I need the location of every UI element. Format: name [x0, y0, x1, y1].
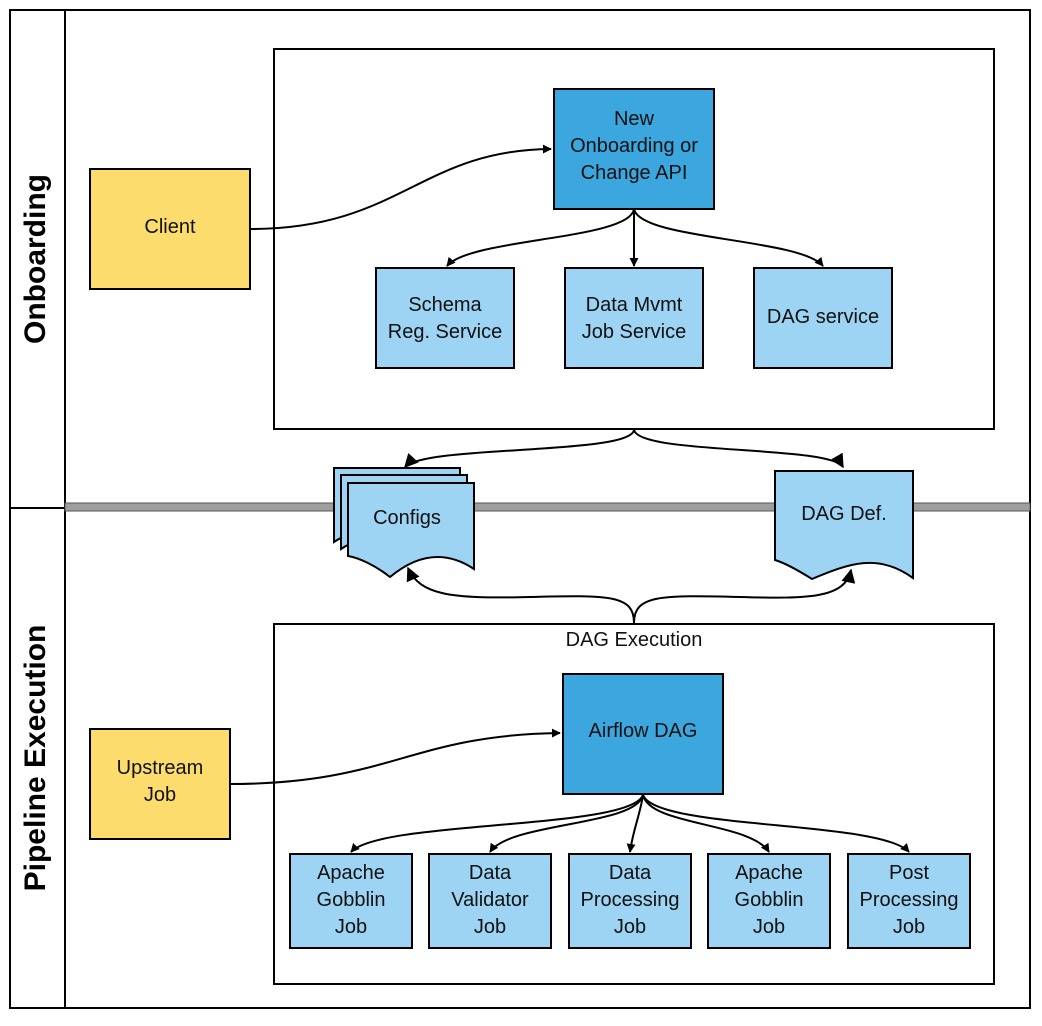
job-node-apache-gobblin-1: Apache Gobblin Job: [289, 853, 413, 949]
edge-execution-to-dag-def: [633, 568, 856, 624]
job-node-post-processing: Post Processing Job: [847, 853, 971, 949]
upstream-label-line-2: Job: [144, 784, 176, 806]
job-1-line-2: Gobblin: [317, 889, 386, 911]
configs-label: Configs: [373, 507, 441, 529]
edge-airflow-to-job-1: [350, 794, 644, 853]
configs-document-stack: Configs: [333, 467, 475, 579]
data-mvmt-label-line-1: Data Mvmt: [586, 294, 683, 316]
edge-airflow-to-job-4: [642, 794, 770, 853]
job-node-apache-gobblin-2: Apache Gobblin Job: [707, 853, 831, 949]
job-2-line-2: Validator: [451, 889, 529, 911]
data-mvmt-label-line-2: Job Service: [582, 321, 687, 343]
job-node-data-validator: Data Validator Job: [428, 853, 552, 949]
job-4-line-3: Job: [753, 916, 785, 938]
edge-airflow-to-job-2: [489, 794, 644, 853]
job-3-line-2: Processing: [581, 889, 680, 911]
schema-registry-service-node: Schema Reg. Service: [375, 267, 515, 369]
edge-airflow-to-job-5: [642, 794, 910, 853]
edge-onboarding-to-dag-def: [633, 429, 844, 469]
edge-api-to-dag-service: [633, 208, 824, 267]
dag-execution-title: DAG Execution: [566, 629, 703, 651]
schema-label-line-2: Reg. Service: [388, 321, 503, 343]
edge-client-to-api: [249, 144, 552, 230]
job-3-line-1: Data: [609, 862, 652, 884]
edge-airflow-to-job-3: [626, 794, 644, 853]
lane-divider: [64, 502, 1031, 512]
job-4-line-2: Gobblin: [735, 889, 804, 911]
job-2-line-3: Job: [474, 916, 506, 938]
job-5-line-1: Post: [889, 862, 929, 884]
dag-definition-document: DAG Def.: [774, 470, 914, 581]
dag-service-node: DAG service: [753, 267, 893, 369]
job-5-line-2: Processing: [860, 889, 959, 911]
client-label: Client: [144, 216, 196, 238]
job-5-line-3: Job: [893, 916, 925, 938]
edge-onboarding-to-configs: [404, 429, 635, 469]
data-movement-job-service-node: Data Mvmt Job Service: [564, 267, 704, 369]
client-node: Client: [89, 168, 251, 290]
schema-label-line-1: Schema: [408, 294, 482, 316]
lane-title-onboarding: Onboarding: [19, 174, 52, 344]
job-node-data-processing: Data Processing Job: [568, 853, 692, 949]
job-4-line-1: Apache: [735, 862, 803, 884]
job-3-line-3: Job: [614, 916, 646, 938]
edge-api-to-schema: [446, 208, 635, 267]
edge-upstream-to-airflow: [229, 728, 561, 785]
api-label-line-1: New: [614, 108, 655, 130]
airflow-dag-label: Airflow DAG: [589, 720, 698, 742]
job-2-line-1: Data: [469, 862, 512, 884]
onboarding-api-node: New Onboarding or Change API: [553, 88, 715, 210]
lane-title-pipeline-execution: Pipeline Execution: [19, 625, 52, 892]
dag-service-label: DAG service: [767, 306, 879, 328]
api-label-line-3: Change API: [581, 162, 688, 184]
dag-def-label: DAG Def.: [801, 503, 887, 525]
airflow-dag-node: Airflow DAG: [562, 673, 724, 795]
job-1-line-1: Apache: [317, 862, 385, 884]
upstream-label-line-1: Upstream: [117, 757, 204, 779]
job-1-line-3: Job: [335, 916, 367, 938]
api-label-line-2: Onboarding or: [570, 135, 698, 157]
upstream-job-node: Upstream Job: [89, 728, 231, 840]
edge-execution-to-configs: [406, 566, 635, 624]
